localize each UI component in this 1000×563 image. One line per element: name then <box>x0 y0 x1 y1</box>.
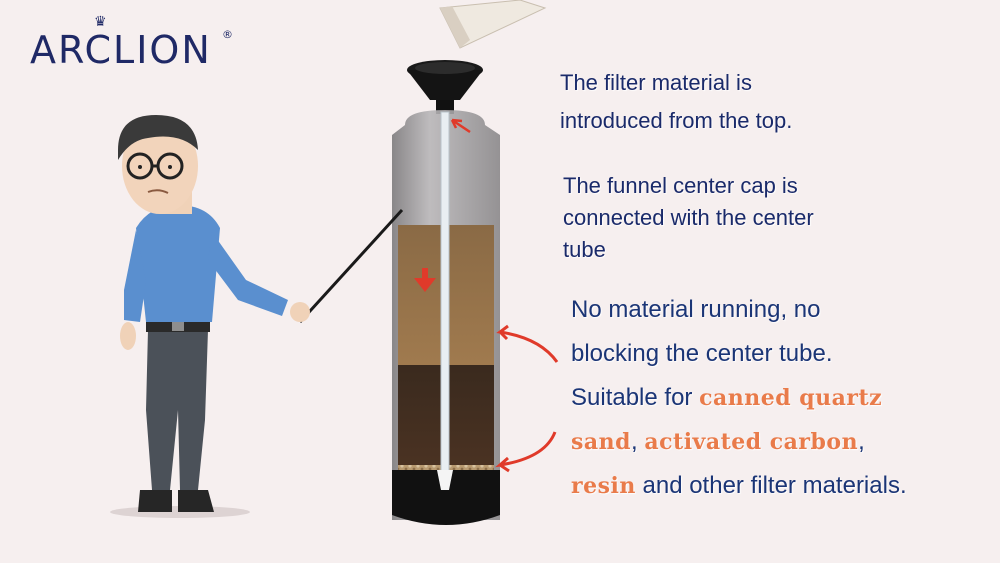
material-resin: resin <box>571 473 636 499</box>
caption-center-cap: The funnel center cap is connected with … <box>563 170 814 266</box>
caption-text: , <box>858 428 865 455</box>
caption-line: resin and other filter materials. <box>571 464 907 508</box>
caption-line: introduced from the top. <box>560 108 793 133</box>
caption-line: No material running, no <box>571 296 821 323</box>
presenter-character <box>110 115 310 518</box>
arrow-icon <box>450 118 471 134</box>
brand-name: ARCLION <box>30 28 212 72</box>
crown-icon: ♛ <box>94 14 109 30</box>
material-bag <box>439 0 547 49</box>
caption-top-fill: The filter material is introduced from t… <box>560 64 792 140</box>
down-arrow-icon <box>414 268 436 292</box>
caption-line: tube <box>563 237 606 262</box>
caption-text: and other filter materials. <box>635 472 907 499</box>
caption-text: , <box>631 428 645 455</box>
caption-line: Suitable for canned quartz <box>571 376 907 420</box>
brand-logo: ♛ ARCLION ® <box>30 14 233 72</box>
caption-line: connected with the center <box>563 205 814 230</box>
curved-arrow-icon <box>496 324 559 363</box>
caption-text: Suitable for <box>571 384 700 411</box>
registered-mark: ® <box>222 28 235 41</box>
material-sand: sand <box>571 429 632 455</box>
caption-line: blocking the center tube. <box>571 340 833 367</box>
curved-arrow-icon <box>495 431 557 473</box>
material-carbon: activated carbon <box>644 429 859 455</box>
funnel <box>407 60 483 114</box>
caption-line: The filter material is <box>560 70 752 95</box>
pointer-stick <box>298 208 404 324</box>
material-quartz: canned quartz <box>699 385 883 411</box>
caption-line: The funnel center cap is <box>563 173 798 198</box>
caption-suitability: No material running, no blocking the cen… <box>571 288 907 508</box>
caption-line: sand, activated carbon, <box>571 420 907 464</box>
filter-tank <box>392 110 500 525</box>
